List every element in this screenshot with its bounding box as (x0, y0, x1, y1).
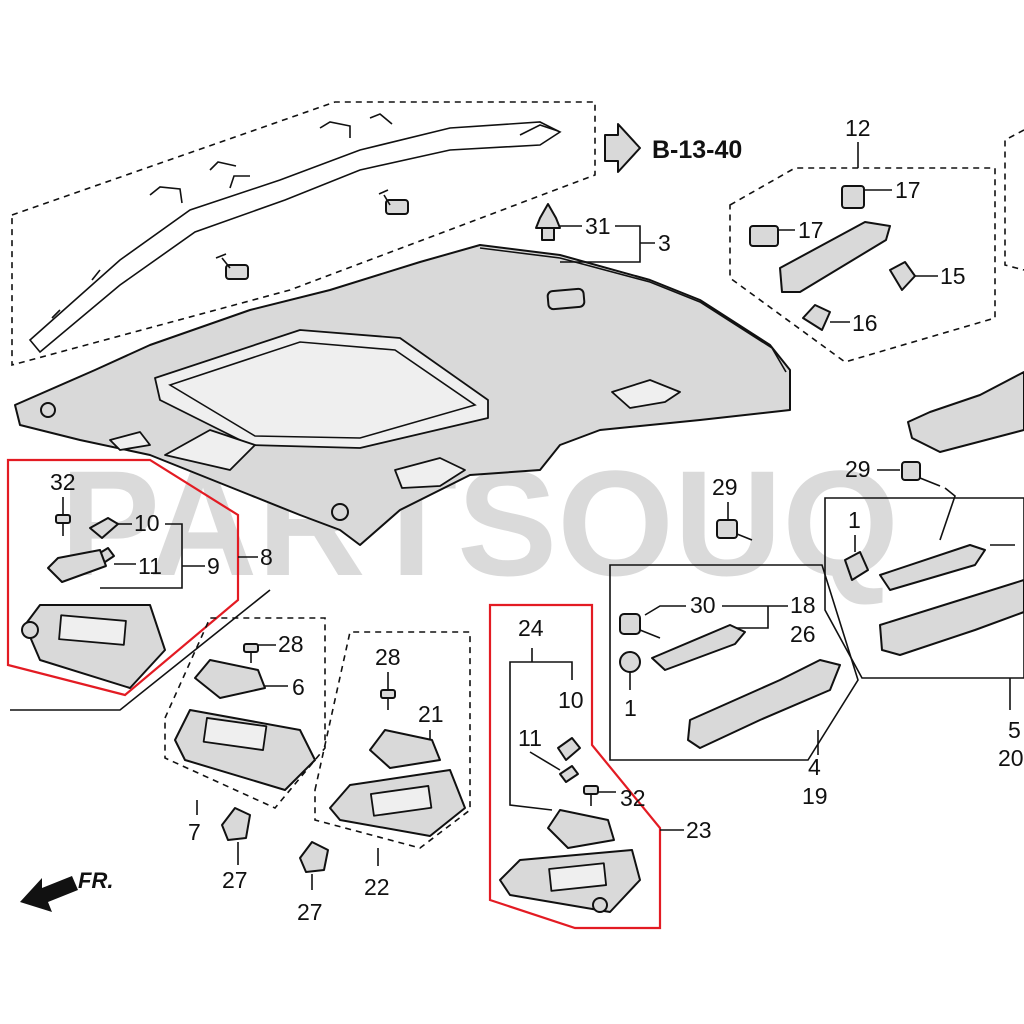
reference-label[interactable]: B-13-40 (652, 136, 742, 164)
callout-12[interactable]: 12 (845, 115, 871, 141)
clip-icon (619, 651, 641, 673)
highlight-box-right (488, 603, 662, 930)
clip-icon (535, 203, 561, 241)
cap-icon (841, 185, 865, 209)
headlining-panel (14, 244, 791, 546)
grab-bracket (879, 544, 986, 591)
sunvisor-22 (329, 769, 466, 837)
sunvisor-holder (194, 659, 266, 699)
screw-icon (380, 689, 396, 710)
bolt-icon (901, 461, 941, 487)
callout-32b[interactable]: 32 (620, 785, 646, 811)
bolt-icon (619, 613, 661, 639)
callout-20[interactable]: 20 (998, 745, 1024, 771)
grab-handle (779, 221, 891, 293)
sunvisor-holder (547, 809, 615, 849)
sunvisor-holder (47, 549, 107, 583)
callout-22[interactable]: 22 (364, 874, 390, 900)
screw-icon (55, 514, 71, 536)
sunvisor-group-22-outline (314, 631, 471, 849)
holder-icon (557, 737, 581, 761)
bolt-icon (716, 519, 753, 541)
callout-16[interactable]: 16 (852, 310, 878, 336)
offscreen-group-edge (1004, 129, 1024, 271)
callout-7[interactable]: 7 (188, 819, 201, 845)
callout-26[interactable]: 26 (790, 621, 816, 647)
callout-4[interactable]: 4 (808, 754, 821, 780)
callout-18[interactable]: 18 (790, 592, 816, 618)
callout-23[interactable]: 23 (686, 817, 712, 843)
callout-9[interactable]: 9 (207, 553, 220, 579)
callout-6[interactable]: 6 (292, 674, 305, 700)
callout-11b[interactable]: 11 (518, 725, 542, 751)
callout-11a[interactable]: 11 (138, 553, 162, 579)
sunvisor-left (21, 604, 166, 689)
screw-icon (243, 643, 259, 663)
callout-29b[interactable]: 29 (845, 456, 871, 482)
clip-icon (844, 551, 869, 581)
callout-19[interactable]: 19 (802, 783, 828, 809)
sunvisor-7 (174, 709, 316, 791)
callout-15[interactable]: 15 (940, 263, 966, 289)
callout-5[interactable]: 5 (1008, 717, 1021, 743)
headlining-fragment (907, 371, 1024, 453)
callout-3[interactable]: 3 (658, 230, 671, 256)
callout-27b[interactable]: 27 (297, 899, 323, 925)
front-arrow-icon (20, 876, 78, 912)
callout-28a[interactable]: 28 (278, 631, 304, 657)
callout-31[interactable]: 31 (585, 213, 611, 239)
bolt-icon (378, 189, 409, 215)
sunvisor-right (499, 849, 641, 913)
callout-1b[interactable]: 1 (848, 507, 861, 533)
callout-32a[interactable]: 32 (50, 469, 76, 495)
screw-icon (583, 785, 599, 806)
pin-icon (559, 765, 579, 783)
retainer-group-outline (824, 497, 1024, 679)
callout-17b[interactable]: 17 (798, 217, 824, 243)
callout-27a[interactable]: 27 (222, 867, 248, 893)
bracket (651, 624, 746, 671)
callout-10a[interactable]: 10 (134, 510, 160, 536)
callout-24[interactable]: 24 (518, 615, 544, 641)
sunvisor-group-7-outline (164, 617, 326, 809)
sunvisor-holder (369, 729, 441, 769)
bolt-icon (215, 253, 249, 280)
callout-8[interactable]: 8 (260, 544, 273, 570)
callout-1a[interactable]: 1 (624, 695, 637, 721)
callout-21[interactable]: 21 (418, 701, 444, 727)
reference-arrow-icon (604, 123, 641, 173)
bracket-group-outline (609, 564, 859, 761)
callout-28b[interactable]: 28 (375, 644, 401, 670)
callout-17a[interactable]: 17 (895, 177, 921, 203)
divider-line (10, 589, 271, 711)
grab-rail-bracket (687, 659, 841, 749)
clip-icon (221, 807, 251, 841)
front-label: FR. (78, 868, 113, 893)
clip-icon (889, 261, 916, 291)
callout-29a[interactable]: 29 (712, 474, 738, 500)
clip-icon (299, 841, 329, 873)
retainer-bracket (879, 579, 1024, 656)
highlight-box-left (6, 458, 240, 697)
curtain-airbag (28, 113, 562, 354)
callout-10b[interactable]: 10 (558, 687, 584, 713)
cap-icon (749, 225, 779, 247)
clip-icon (802, 304, 831, 331)
airbag-group-outline (11, 101, 596, 367)
callout-30[interactable]: 30 (690, 592, 716, 618)
